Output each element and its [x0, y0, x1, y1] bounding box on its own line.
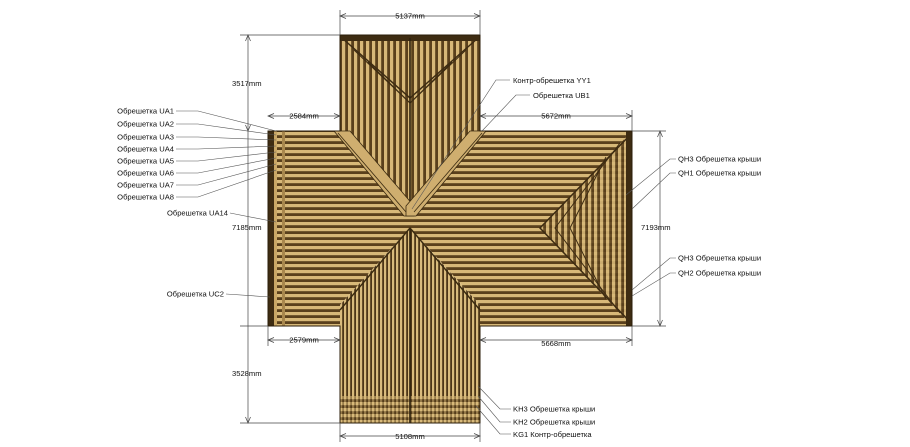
dim-left-wing-width: 2584mm [289, 112, 319, 121]
label-ua14: Обрешетка UA14 [167, 209, 228, 218]
dim-lower-height: 3528mm [232, 369, 262, 378]
label-ua5: Обрешетка UA5 [117, 157, 174, 166]
label-ua1: Обрешетка UA1 [117, 107, 174, 116]
dim-right-wing-width: 5672mm [541, 112, 571, 121]
callout-labels: Контр-обрешетка YY1 Обрешетка UB1 Обреше… [117, 76, 761, 439]
label-ua3: Обрешетка UA3 [117, 133, 174, 142]
dimension-lines [240, 10, 666, 442]
dim-left-bottom-width: 2579mm [289, 336, 319, 345]
label-kh2: KH2 Обрешетка крыши [513, 418, 595, 427]
callout-leaders [176, 79, 676, 435]
label-ua4: Обрешетка UA4 [117, 145, 174, 154]
dim-right-height: 7193mm [641, 223, 671, 232]
label-uc2: Обрешетка UC2 [167, 290, 224, 299]
label-ua6: Обрешетка UA6 [117, 169, 174, 178]
roof-framing [267, 34, 633, 424]
dim-upper-height: 3517mm [232, 79, 262, 88]
valley-ridges [333, 130, 487, 311]
dim-left-height: 7185mm [232, 223, 262, 232]
label-qh3-upper: QH3 Обрешетка крыши [678, 155, 761, 164]
label-ua2: Обрешетка UA2 [117, 120, 174, 129]
label-qh1: QH1 Обрешетка крыши [678, 169, 761, 178]
dim-bottom-width: 5108mm [395, 432, 425, 441]
label-contr-yy1: Контр-обрешетка YY1 [513, 76, 591, 85]
dimension-texts: 5137mm 3517mm 2584mm 5672mm 7185mm 7193m… [232, 12, 671, 442]
label-ua8: Обрешетка UA8 [117, 193, 174, 202]
label-qh3-lower: QH3 Обрешетка крыши [678, 254, 761, 263]
dim-top-width: 5137mm [395, 12, 425, 21]
label-ua7: Обрешетка UA7 [117, 181, 174, 190]
label-kg1: KG1 Контр-обрешетка [513, 430, 592, 439]
label-qh2: QH2 Обрешетка крыши [678, 269, 761, 278]
label-kh3: KH3 Обрешетка крыши [513, 405, 595, 414]
label-ub1: Обрешетка UB1 [533, 91, 590, 100]
dim-right-bottom-width: 5668mm [541, 339, 571, 348]
